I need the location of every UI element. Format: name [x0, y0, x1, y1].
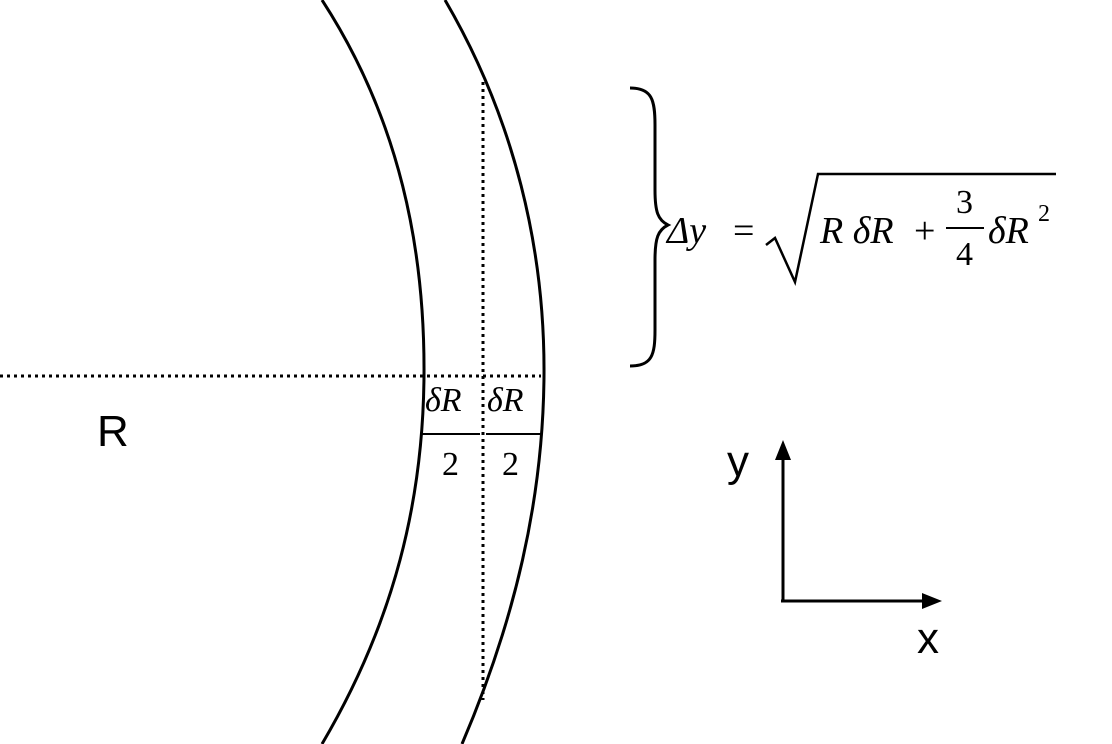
half-thickness-denominator-right: 2 — [502, 446, 519, 483]
half-thickness-denominator-left: 2 — [442, 446, 459, 483]
sqrt-sign — [765, 172, 1056, 286]
coef-denominator: 4 — [956, 236, 973, 273]
x-axis-arrowhead — [922, 593, 942, 609]
y-axis-arrowhead — [775, 440, 791, 460]
equation-exponent: 2 — [1038, 201, 1050, 227]
equation-term2: δR — [988, 210, 1029, 252]
half-thickness-numerator-right: δR — [487, 382, 524, 419]
equation-equals: = — [733, 210, 755, 252]
equation-lhs: Δy — [667, 212, 706, 250]
coef-numerator: 3 — [956, 184, 973, 221]
radius-label: R — [97, 407, 129, 456]
outer-arc — [443, 0, 546, 744]
inner-arc — [320, 0, 426, 744]
equation-plus: + — [914, 210, 936, 252]
delta-y: Δy — [667, 210, 707, 252]
equation-term1: R δR — [820, 210, 894, 252]
half-thickness-numerator-left: δR — [425, 382, 462, 419]
x-axis-label: x — [917, 614, 939, 663]
curly-brace — [629, 86, 672, 368]
y-axis-label: y — [727, 437, 749, 486]
